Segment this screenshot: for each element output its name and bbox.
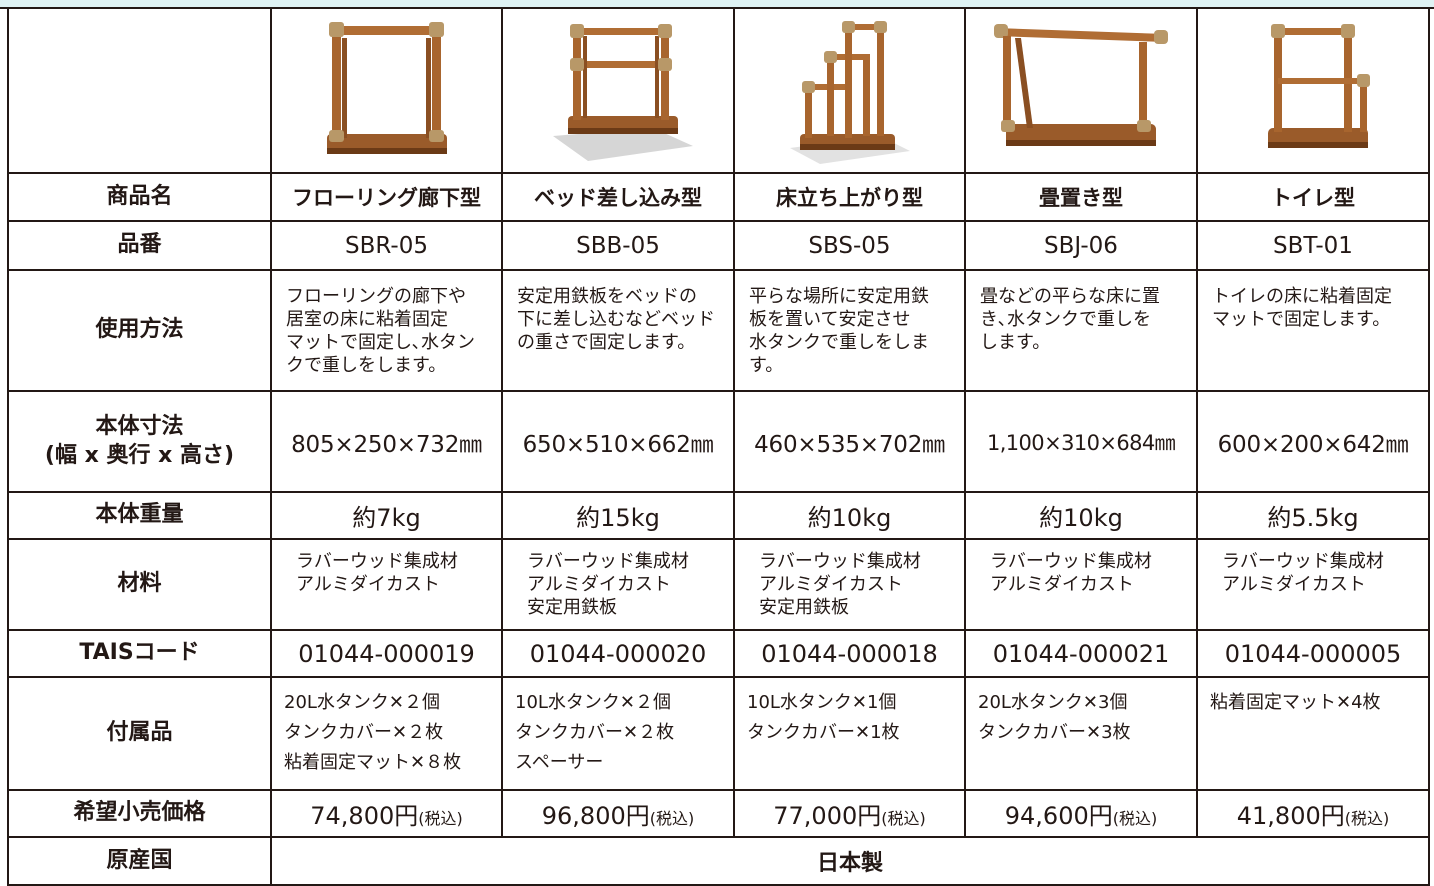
price-row: 希望小売価格 74,800円(税込) 96,800円(税込) 77,000円(税…	[7, 789, 1430, 838]
label-code: 品番	[7, 220, 272, 271]
product-code: SBB-05	[501, 220, 735, 271]
label-price: 希望小売価格	[7, 789, 272, 838]
tatami-handrail-image	[994, 23, 1168, 146]
tais-code: 01044-000005	[1196, 629, 1430, 678]
accessories-text: 20L水タンク✕3個タンクカバー✕3枚	[964, 676, 1198, 791]
product-code: SBJ-06	[964, 220, 1198, 271]
bed-handrail-image	[553, 23, 693, 161]
accessories-text: 20L水タンク✕２個タンクカバー✕２枚粘着固定マット✕８枚	[270, 676, 503, 791]
product-image-cell	[1196, 7, 1430, 174]
label-weight: 本体重量	[7, 491, 272, 540]
origin-value: 日本製	[270, 836, 1430, 886]
product-price: 74,800円(税込)	[270, 789, 503, 838]
product-spec-table: 商品名 フローリング廊下型 ベッド差し込み型 床立ち上がり型 畳置き型 トイレ型…	[7, 7, 1430, 886]
label-usage: 使用方法	[7, 269, 272, 392]
product-weight: 約7kg	[270, 491, 503, 540]
weight-row: 本体重量 約7kg 約15kg 約10kg 約10kg 約5.5kg	[7, 491, 1430, 540]
product-code: SBT-01	[1196, 220, 1430, 271]
product-price: 96,800円(税込)	[501, 789, 735, 838]
product-weight: 約15kg	[501, 491, 735, 540]
material-text: ラバーウッド集成材アルミダイカスト	[964, 538, 1198, 631]
product-dimensions: 650×510×662㎜	[501, 390, 735, 493]
product-name: ベッド差し込み型	[501, 172, 735, 222]
tais-code: 01044-000018	[733, 629, 966, 678]
accessories-text: 10L水タンク✕1個タンクカバー✕1枚	[733, 676, 966, 791]
product-image-cell	[270, 7, 503, 174]
product-price: 41,800円(税込)	[1196, 789, 1430, 838]
tax-note: (税込)	[1112, 809, 1158, 828]
flooring-handrail-image	[326, 21, 447, 154]
label-origin: 原産国	[7, 836, 272, 886]
label-name: 商品名	[7, 172, 272, 222]
product-image-cell	[964, 7, 1198, 174]
material-text: ラバーウッド集成材アルミダイカスト	[1196, 538, 1430, 631]
product-dimensions: 1,100×310×684㎜	[964, 390, 1198, 493]
product-name: 床立ち上がり型	[733, 172, 966, 222]
product-weight: 約5.5kg	[1196, 491, 1430, 540]
accessories-row: 付属品 20L水タンク✕２個タンクカバー✕２枚粘着固定マット✕８枚 10L水タン…	[7, 676, 1430, 791]
product-name: フローリング廊下型	[270, 172, 503, 222]
material-text: ラバーウッド集成材アルミダイカスト	[270, 538, 503, 631]
label-accessories: 付属品	[7, 676, 272, 791]
code-row: 品番 SBR-05 SBB-05 SBS-05 SBJ-06 SBT-01	[7, 220, 1430, 271]
tax-note: (税込)	[649, 809, 695, 828]
product-image-cell	[501, 7, 735, 174]
product-image-cell	[733, 7, 966, 174]
usage-text: フローリングの廊下や居室の床に粘着固定マットで固定し､水タンクで重しをします。	[270, 269, 503, 392]
corner-cell	[7, 7, 272, 174]
product-dimensions: 600×200×642㎜	[1196, 390, 1430, 493]
usage-text: トイレの床に粘着固定マットで固定します。	[1196, 269, 1430, 392]
material-row: 材料 ラバーウッド集成材アルミダイカスト ラバーウッド集成材アルミダイカスト安定…	[7, 538, 1430, 631]
product-name: 畳置き型	[964, 172, 1198, 222]
product-dimensions: 460×535×702㎜	[733, 390, 966, 493]
name-row: 商品名 フローリング廊下型 ベッド差し込み型 床立ち上がり型 畳置き型 トイレ型	[7, 172, 1430, 222]
product-price: 94,600円(税込)	[964, 789, 1198, 838]
tais-code: 01044-000019	[270, 629, 503, 678]
label-dimensions: 本体寸法 (幅 x 奥行 x 高さ)	[7, 390, 272, 493]
accessories-text: 粘着固定マット✕4枚	[1196, 676, 1430, 791]
origin-row: 原産国 日本製	[7, 836, 1430, 886]
image-row	[7, 7, 1430, 174]
product-dimensions: 805×250×732㎜	[270, 390, 503, 493]
tax-note: (税込)	[1344, 809, 1390, 828]
product-name: トイレ型	[1196, 172, 1430, 222]
tax-note: (税込)	[418, 809, 463, 828]
product-weight: 約10kg	[964, 491, 1198, 540]
tais-row: TAISコード 01044-000019 01044-000020 01044-…	[7, 629, 1430, 678]
stand-up-handrail-image	[789, 20, 910, 164]
usage-text: 安定用鉄板をベッドの下に差し込むなどベッドの重さで固定します。	[501, 269, 735, 392]
product-code: SBS-05	[733, 220, 966, 271]
product-code: SBR-05	[270, 220, 503, 271]
label-material: 材料	[7, 538, 272, 631]
accessories-text: 10L水タンク✕２個タンクカバー✕２枚スペーサー	[501, 676, 735, 791]
material-text: ラバーウッド集成材アルミダイカスト安定用鉄板	[733, 538, 966, 631]
product-weight: 約10kg	[733, 491, 966, 540]
product-price: 77,000円(税込)	[733, 789, 966, 838]
material-text: ラバーウッド集成材アルミダイカスト安定用鉄板	[501, 538, 735, 631]
toilet-handrail-image	[1268, 23, 1370, 148]
usage-text: 畳などの平らな床に置き､水タンクで重しをします。	[964, 269, 1198, 392]
usage-row: 使用方法 フローリングの廊下や居室の床に粘着固定マットで固定し､水タンクで重しを…	[7, 269, 1430, 392]
tais-code: 01044-000021	[964, 629, 1198, 678]
tax-note: (税込)	[881, 809, 926, 828]
tais-code: 01044-000020	[501, 629, 735, 678]
usage-text: 平らな場所に安定用鉄板を置いて安定させ水タンクで重しをします。	[733, 269, 966, 392]
dimension-row: 本体寸法 (幅 x 奥行 x 高さ) 805×250×732㎜ 650×510×…	[7, 390, 1430, 493]
label-tais: TAISコード	[7, 629, 272, 678]
